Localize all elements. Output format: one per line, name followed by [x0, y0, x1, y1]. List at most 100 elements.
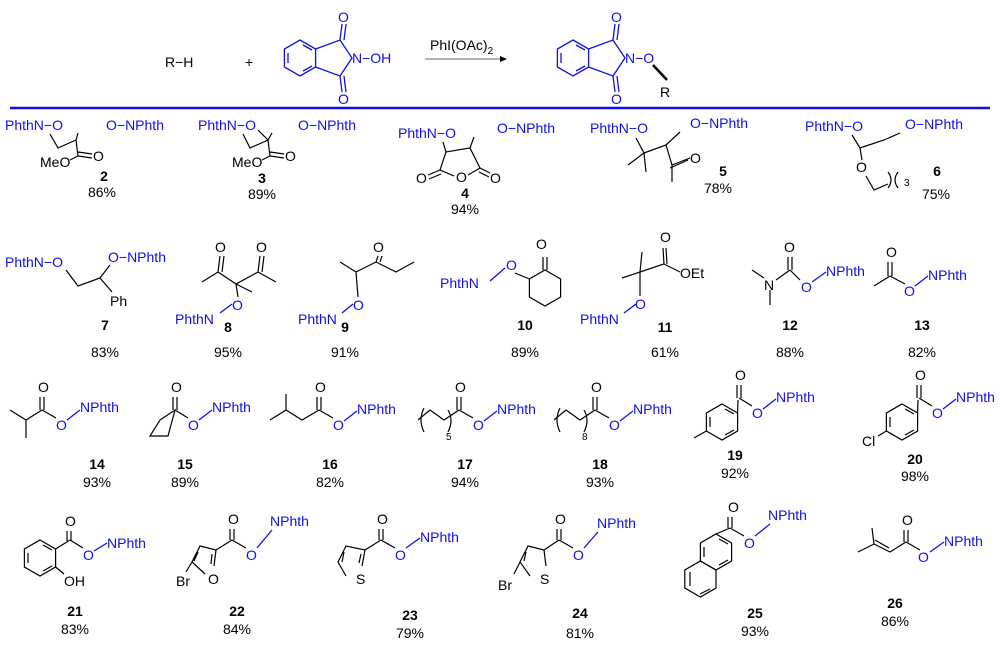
label: PhthN — [580, 311, 619, 327]
compound-number: 14 — [89, 456, 105, 472]
label: PhthN — [440, 275, 479, 291]
label: O — [752, 405, 763, 421]
label: O−NPhth — [905, 116, 963, 132]
compound-number: 17 — [457, 456, 473, 472]
compound-20: O Cl O NPhth 20 98% — [862, 367, 995, 484]
label: PhthN — [175, 311, 214, 327]
compound-number: 11 — [658, 319, 673, 335]
compound-19: O O NPhth 19 92% — [693, 367, 815, 481]
compound-26: O O NPhth 26 86% — [857, 512, 983, 629]
label: O — [171, 379, 182, 395]
label: PhthN−O — [198, 117, 256, 133]
label: OEt — [680, 265, 704, 281]
label: NPhth — [212, 399, 251, 415]
label: O — [784, 239, 795, 255]
compound-number: 23 — [402, 607, 418, 623]
compound-24: O S Br O NPhth 24 81% — [498, 511, 636, 641]
label: O — [315, 379, 326, 395]
compound-yield: 84% — [223, 621, 251, 637]
label: O−NPhth — [497, 120, 555, 136]
label: O — [395, 547, 406, 563]
compound-number: 8 — [224, 319, 232, 335]
compound-8: O O O PhthN 8 95% — [175, 239, 277, 360]
label: NPhth — [633, 401, 672, 417]
compound-14: O O NPhth 14 93% — [9, 379, 119, 490]
compound-yield: 86% — [88, 184, 116, 200]
compound-9: O O PhthN 9 91% — [298, 239, 415, 360]
label: O — [83, 547, 94, 563]
label: PhthN−O — [805, 118, 863, 134]
label: O — [416, 170, 427, 186]
arrow-head-icon — [500, 56, 507, 62]
reactant-rh: R−H — [165, 54, 193, 70]
label: NPhth — [956, 389, 995, 405]
compound-number: 16 — [322, 456, 338, 472]
compound-yield: 93% — [586, 474, 614, 490]
label: O — [744, 535, 755, 551]
label: S — [540, 571, 549, 587]
label: NPhth — [944, 533, 983, 549]
label: O — [635, 296, 646, 312]
label: O — [246, 547, 257, 563]
compound-number: 15 — [177, 456, 193, 472]
label: N — [764, 277, 774, 293]
compound-yield: 82% — [908, 344, 936, 360]
label: PhthN−O — [590, 120, 648, 136]
compound-7: PhthN−O O−NPhth Ph 7 83% — [5, 249, 166, 360]
compound-number: 24 — [572, 605, 588, 621]
compound-17: O 5 O NPhth 17 94% — [417, 379, 536, 490]
compound-11: O OEt O PhthN 11 61% — [580, 229, 704, 360]
label: O — [473, 417, 484, 433]
compound-number: 19 — [727, 447, 743, 463]
label: O — [455, 379, 466, 395]
compound-yield: 95% — [214, 344, 242, 360]
nhpi-carbonyl-o-top: O — [338, 9, 349, 25]
label: O — [256, 239, 267, 255]
label: O — [506, 257, 517, 273]
compound-number: 2 — [100, 168, 108, 184]
label: PhthN — [298, 311, 337, 327]
compound-23: O S O NPhth 23 79% — [337, 511, 459, 641]
label: S — [356, 571, 365, 587]
compound-yield: 89% — [248, 186, 276, 202]
compound-number: 20 — [907, 451, 923, 467]
label: O — [536, 236, 547, 252]
label: O — [188, 417, 199, 433]
label: OH — [64, 573, 85, 589]
compound-18: O 8 O NPhth 18 93% — [553, 379, 672, 490]
label: NPhth — [107, 535, 146, 551]
compound-3: PhthN−O O−NPhth O MeO 3 89% — [198, 117, 356, 202]
label: NPhth — [768, 507, 807, 523]
compound-22: O O Br O NPhth 22 84% — [176, 511, 309, 637]
label: O — [801, 279, 812, 295]
label: O — [573, 547, 584, 563]
label: Br — [498, 577, 512, 593]
compound-5: PhthN−O O−NPhth O 5 78% — [590, 115, 748, 196]
compound-yield: 93% — [741, 623, 769, 639]
label: Cl — [862, 433, 875, 449]
label: O — [660, 229, 671, 245]
compound-yield: 82% — [316, 474, 344, 490]
compound-number: 6 — [933, 163, 941, 179]
compound-number: 22 — [229, 603, 245, 619]
label: Ph — [110, 293, 127, 309]
compound-yield: 94% — [451, 201, 479, 217]
label: O−NPhth — [298, 117, 356, 133]
label: O — [93, 148, 104, 164]
compound-4: PhthN−O O−NPhth O O O 4 94% — [398, 120, 555, 217]
label: O — [285, 148, 296, 164]
nhpi-carbonyl-o-bottom: O — [338, 91, 349, 107]
label: O — [373, 239, 384, 255]
label: NPhth — [776, 389, 815, 405]
compound-yield: 78% — [704, 180, 732, 196]
compound-yield: 93% — [83, 474, 111, 490]
label: O — [333, 417, 344, 433]
compound-13: O O NPhth 13 82% — [873, 244, 967, 360]
label: O — [456, 169, 467, 185]
compound-number: 4 — [461, 185, 469, 201]
compound-yield: 94% — [451, 474, 479, 490]
compound-yield: 79% — [396, 625, 424, 641]
reagent-label: PhI(OAc)2 — [430, 37, 494, 57]
compound-yield: 83% — [91, 344, 119, 360]
